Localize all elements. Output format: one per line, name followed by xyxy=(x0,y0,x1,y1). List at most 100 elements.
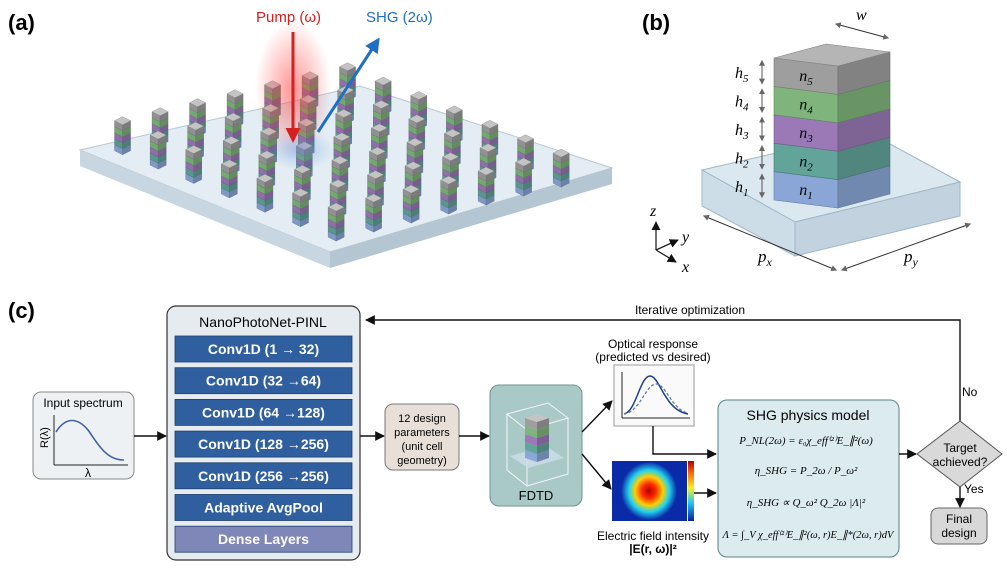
optical-response: Optical response (predicted vs desired) xyxy=(595,337,711,427)
predicted-curve xyxy=(623,375,689,415)
network-title: NanoPhotoNet-PINL xyxy=(199,314,327,330)
height-label-3: h3 xyxy=(735,122,749,142)
pillar-0-5 xyxy=(292,188,309,228)
input-spectrum-title: Input spectrum xyxy=(43,396,122,410)
iterative-label: Iterative optimization xyxy=(635,303,745,317)
y-label: y xyxy=(680,229,690,246)
net-layer-4-label: Conv1D (128 →256) xyxy=(198,436,329,452)
final-line-1: Final xyxy=(946,512,972,526)
input-ylabel: R(λ) xyxy=(39,427,51,448)
net-layer-4-block xyxy=(174,430,353,458)
fdtd-box: FDTD xyxy=(489,384,583,507)
net-layer-3: Conv1D (64 →128) xyxy=(174,398,353,426)
decision-line-2: achieved? xyxy=(933,455,988,469)
pillar-2-6 xyxy=(402,184,420,224)
pillar-0-6 xyxy=(327,202,345,242)
panel-b-label: (b) xyxy=(642,10,670,35)
field-caption-1: Electric field intensity xyxy=(597,529,709,543)
pillar-0-0 xyxy=(114,116,131,156)
height-label-5: h5 xyxy=(735,65,749,85)
substrate-front-right xyxy=(330,168,612,268)
pillar-0-1 xyxy=(149,130,167,170)
final-line-2: design xyxy=(941,526,976,540)
net-layer-2-label: Conv1D (32 →64) xyxy=(206,373,321,389)
panel-a-label: (a) xyxy=(8,10,35,35)
iterative-loop-arrow xyxy=(365,315,961,433)
net-layer-4: Conv1D (128 →256) xyxy=(174,430,353,458)
final-design-box: Final design xyxy=(930,507,988,545)
physics-title: SHG physics model xyxy=(747,407,870,423)
w-label: w xyxy=(856,7,867,24)
input-xlabel: λ xyxy=(85,466,91,480)
params-line-1: 12 design xyxy=(398,413,446,425)
z-label: z xyxy=(649,203,657,220)
field-hotspot xyxy=(621,462,677,520)
pillar-4-6 xyxy=(477,166,495,206)
network-layers: Conv1D (1 → 32) Conv1D (32 →64) Conv1D (64… xyxy=(174,335,353,553)
shg-arrow xyxy=(316,37,380,133)
fdtd-stack-top xyxy=(525,414,549,422)
net-layer-3-block xyxy=(174,398,353,426)
net-layer-5: Conv1D (256 →256) xyxy=(174,462,353,490)
no-label: No xyxy=(962,385,978,399)
equation-2: η_SHG = P_2ω / P_ω² xyxy=(755,465,858,477)
px-dimension xyxy=(702,215,838,271)
yes-label: Yes xyxy=(964,482,984,496)
panel-a: (a) Pump (ω) SHG (2ω) xyxy=(8,9,614,268)
arrow-optical-to-physics xyxy=(652,426,717,459)
height-label-4: h4 xyxy=(735,94,749,114)
optical-title-2: (predicted vs desired) xyxy=(595,350,710,364)
params-line-2: parameters xyxy=(394,427,450,439)
py-dimension xyxy=(840,222,972,272)
decision-line-1: Target xyxy=(943,441,977,455)
net-layer-5-label: Conv1D (256 →256) xyxy=(198,468,329,484)
design-params-box: 12 design parameters (unit cell geometry… xyxy=(384,403,460,471)
network-box: NanoPhotoNet-PINL Conv1D (1 → 32)Conv1D … xyxy=(166,305,361,561)
field-caption-2: |E(r, ω)|² xyxy=(629,542,677,556)
height-label-2: h2 xyxy=(735,150,749,170)
net-layer-7-label: Dense Layers xyxy=(218,531,309,547)
x-label: x xyxy=(681,259,689,276)
physics-model-box: SHG physics model P_NL(2ω) = ε₀χ_eff⁽²⁾E… xyxy=(717,399,900,558)
field-colorbar xyxy=(688,461,694,521)
pillar-5-6 xyxy=(515,157,533,197)
input-spectrum-box: Input spectrum R(λ) λ xyxy=(32,391,135,480)
arrow-fdtd-to-field xyxy=(581,453,612,490)
decision-diamond: Target achieved? xyxy=(916,420,1003,488)
net-layer-1: Conv1D (1 → 32) xyxy=(174,335,353,363)
params-line-3: (unit cell xyxy=(402,441,443,453)
x-axis xyxy=(655,249,677,263)
pillar-3-6 xyxy=(440,175,458,215)
stack-top xyxy=(773,43,891,67)
params-line-4: geometry) xyxy=(397,455,447,467)
arrow-fdtd-to-optical xyxy=(581,400,613,433)
y-axis xyxy=(655,239,679,251)
pump-label: Pump (ω) xyxy=(256,9,321,26)
py-label: py xyxy=(903,247,919,269)
pillar-6-6 xyxy=(552,148,570,188)
fdtd-stack xyxy=(525,414,549,462)
net-layer-1-block xyxy=(174,335,353,363)
desired-curve xyxy=(623,383,689,415)
pillar-0-2 xyxy=(185,145,203,184)
net-layer-6-block xyxy=(174,494,353,521)
field-intensity: Electric field intensity |E(r, ω)|² xyxy=(597,461,709,556)
net-layer-7: Dense Layers xyxy=(174,525,353,553)
net-layer-7-block xyxy=(174,525,353,553)
substrate-front-left xyxy=(80,150,330,268)
equation-3: η_SHG ∝ Q_ω² Q_2ω |Λ|² xyxy=(747,497,866,509)
net-layer-2-block xyxy=(174,367,353,395)
pillar-0-3 xyxy=(220,159,238,199)
shg-glow xyxy=(266,130,334,170)
input-spectrum-curve xyxy=(55,419,125,461)
pillar-1-6 xyxy=(365,193,383,233)
w-dimension xyxy=(834,22,890,40)
px-label: px xyxy=(757,247,773,269)
net-layer-3-label: Conv1D (64 →128) xyxy=(202,404,325,420)
net-layer-6: Adaptive AvgPool xyxy=(174,494,353,521)
equation-4: Λ = ∫_V χ_eff⁽²⁾E_∥²(ω, r)E_∥*(2ω, r)dV xyxy=(722,529,895,541)
pillar-0-4 xyxy=(256,174,274,213)
